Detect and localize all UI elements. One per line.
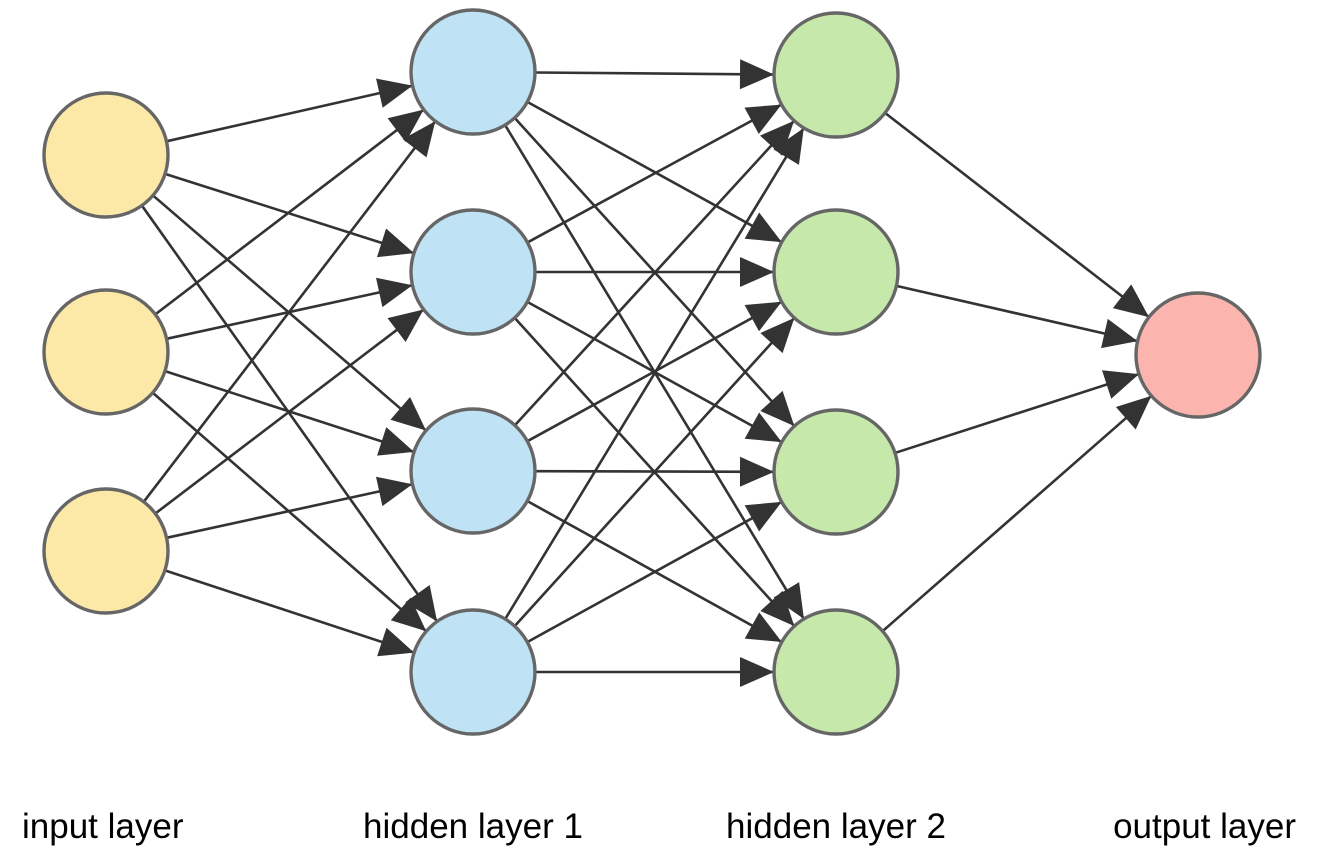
edge-arrowhead-icon bbox=[1112, 284, 1149, 318]
connection-edge bbox=[142, 120, 437, 503]
edge-arrowhead-icon bbox=[744, 104, 782, 134]
layer-label-hidden2: hidden layer 2 bbox=[726, 807, 946, 846]
edge-arrowhead-icon bbox=[760, 317, 795, 354]
connection-edge bbox=[526, 100, 783, 244]
edge-arrowhead-icon bbox=[376, 476, 413, 507]
neuron-node-hidden2-2 bbox=[772, 208, 900, 336]
connection-edge bbox=[526, 103, 783, 244]
edge-arrowhead-icon bbox=[402, 121, 436, 158]
connection-edge bbox=[166, 84, 413, 143]
neuron-node-hidden1-1 bbox=[409, 8, 537, 136]
edge-arrowhead-icon bbox=[739, 456, 774, 487]
edge-arrowhead-icon bbox=[390, 396, 427, 431]
layer-labels-group: input layer hidden layer 1 hidden layer 2 o… bbox=[22, 807, 1296, 846]
edge-arrowhead-icon bbox=[740, 657, 774, 687]
connection-edge bbox=[504, 127, 805, 620]
connection-edge bbox=[140, 204, 439, 623]
connection-edge bbox=[154, 108, 425, 316]
connection-edge bbox=[534, 71, 775, 76]
arrowheads-group bbox=[376, 59, 1152, 687]
layer-label-hidden1: hidden layer 1 bbox=[363, 807, 583, 846]
connection-edge bbox=[896, 284, 1138, 343]
connection-edge bbox=[154, 308, 425, 515]
edges-group bbox=[140, 71, 1153, 674]
edge-arrowhead-icon bbox=[744, 501, 782, 532]
neuron-node-hidden2-3 bbox=[772, 408, 900, 536]
neuron-node-input-2 bbox=[42, 288, 170, 416]
connection-edge bbox=[513, 317, 796, 627]
connection-edge bbox=[894, 372, 1140, 455]
neuron-node-hidden2-1 bbox=[772, 11, 900, 139]
connection-edge bbox=[513, 119, 796, 427]
edge-arrowhead-icon bbox=[377, 427, 415, 456]
connection-edge bbox=[164, 569, 415, 654]
edge-arrowhead-icon bbox=[773, 582, 804, 619]
edge-arrowhead-icon bbox=[387, 109, 424, 143]
edge-arrowhead-icon bbox=[1102, 370, 1139, 399]
neuron-node-hidden1-3 bbox=[409, 407, 537, 535]
connection-edge bbox=[881, 394, 1153, 633]
edge-arrowhead-icon bbox=[739, 59, 774, 90]
neuron-node-hidden2-4 bbox=[772, 608, 900, 736]
edge-arrowhead-icon bbox=[1101, 318, 1138, 349]
edge-arrowhead-icon bbox=[376, 277, 413, 308]
edge-arrowhead-icon bbox=[773, 127, 804, 165]
edge-arrowhead-icon bbox=[387, 309, 424, 343]
neuron-node-input-1 bbox=[42, 91, 170, 219]
neuron-node-hidden1-2 bbox=[409, 208, 537, 336]
edge-arrowhead-icon bbox=[376, 228, 414, 258]
layer-label-input: input layer bbox=[22, 807, 184, 846]
edge-arrowhead-icon bbox=[376, 78, 413, 108]
layer-label-output: output layer bbox=[1113, 807, 1296, 846]
edge-arrowhead-icon bbox=[1115, 395, 1152, 430]
nodes-group bbox=[42, 8, 1262, 736]
edge-arrowhead-icon bbox=[377, 627, 415, 657]
neuron-node-output-1 bbox=[1134, 291, 1262, 419]
neuron-node-hidden1-4 bbox=[409, 608, 537, 736]
edge-arrowhead-icon bbox=[744, 301, 782, 332]
edge-arrowhead-icon bbox=[744, 412, 782, 443]
connection-edge bbox=[526, 500, 783, 644]
connection-edge bbox=[166, 482, 413, 540]
edge-arrowhead-icon bbox=[740, 257, 774, 287]
edge-arrowhead-icon bbox=[744, 212, 782, 243]
edge-arrowhead-icon bbox=[405, 585, 438, 622]
edge-arrowhead-icon bbox=[760, 120, 795, 156]
edge-arrowhead-icon bbox=[760, 390, 795, 427]
edge-arrowhead-icon bbox=[760, 590, 795, 627]
connection-edge bbox=[884, 111, 1150, 319]
edge-arrowhead-icon bbox=[390, 597, 427, 632]
neuron-node-input-3 bbox=[42, 487, 170, 615]
edge-arrowhead-icon bbox=[744, 612, 782, 642]
